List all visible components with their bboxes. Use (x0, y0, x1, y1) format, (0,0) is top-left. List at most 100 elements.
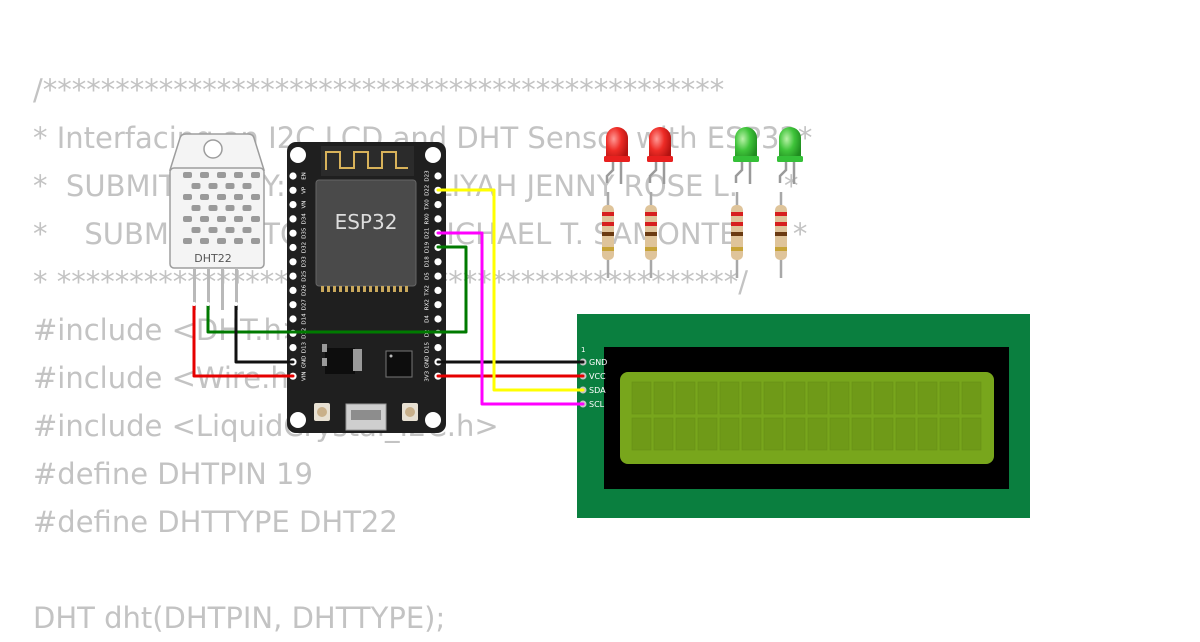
resistor[interactable] (731, 192, 743, 278)
lcd-char-cell (631, 417, 652, 451)
esp32-pin (434, 215, 442, 223)
lcd-char-cell (895, 381, 916, 415)
led-red[interactable] (647, 127, 673, 184)
esp32-pin (434, 272, 442, 280)
esp32-pin (289, 286, 297, 294)
lcd-char-cell (785, 381, 806, 415)
esp32-pin-label: D4 (425, 315, 431, 323)
lcd-char-cell (917, 381, 938, 415)
esp32-pin (289, 301, 297, 309)
esp32-pin-label: D18 (425, 256, 431, 268)
led-red[interactable] (604, 127, 630, 184)
lcd-char-cell (631, 381, 652, 415)
code-line: #define DHTPIN 19 (33, 457, 313, 491)
lcd-char-cell (829, 381, 850, 415)
lcd-char-cell (675, 381, 696, 415)
esp32-pin-label: D35 (302, 227, 308, 239)
esp32-pin-label: D23 (425, 170, 431, 182)
esp32-pin-label: D21 (425, 228, 431, 239)
resistor[interactable] (775, 192, 787, 278)
dht22-sensor[interactable]: DHT22 (168, 133, 266, 310)
esp32-pin-label: D5 (425, 272, 431, 280)
lcd-char-cell (675, 417, 696, 451)
esp32-pin-label: D14 (302, 313, 308, 325)
esp32-pin-label: D33 (302, 256, 308, 268)
esp32-pin-label: D15 (425, 341, 431, 353)
lcd-char-cell (763, 417, 784, 451)
esp32-pin-label: D27 (302, 299, 308, 311)
esp32-pin-label: D32 (302, 242, 308, 253)
lcd-char-cell (917, 417, 938, 451)
lcd-char-cell (851, 417, 872, 451)
esp32-pin-label: TX2 (425, 285, 431, 297)
esp32-pin (289, 229, 297, 237)
esp32-pin (289, 315, 297, 323)
esp32-pin (289, 186, 297, 194)
esp32-pin-label: D22 (425, 185, 431, 196)
esp32-pin-label: D19 (425, 241, 431, 253)
esp32-pin-label: EN (302, 172, 308, 180)
wire-dht-data-to-d19 (206, 245, 468, 334)
lcd-char-cell (763, 381, 784, 415)
wire-dht-vcc-to-vin (192, 302, 295, 378)
lcd-pin-label: SDA (589, 386, 606, 395)
esp32-pin (434, 344, 442, 352)
esp32-pin (289, 258, 297, 266)
wire-esp-d21-to-lcd-scl (436, 231, 585, 406)
lcd-pin-label: GND (589, 358, 607, 367)
lcd-pin-one-marker: 1 (581, 346, 585, 354)
resistor[interactable] (645, 192, 657, 278)
lcd-char-cell (851, 381, 872, 415)
lcd-char-cell (873, 417, 894, 451)
dht22-label: DHT22 (194, 252, 231, 265)
esp32-pin-label: VN (302, 201, 308, 209)
esp32-pin (434, 315, 442, 323)
esp32-pin-label: VIN (302, 371, 308, 381)
lcd-char-cell (895, 417, 916, 451)
esp32-pin-label: TX0 (425, 199, 431, 211)
esp32-pin-label: VP (302, 186, 308, 194)
lcd-char-cell (939, 381, 960, 415)
esp32-pin (434, 172, 442, 180)
esp32-board[interactable]: ESP32 ENVPVND34D35D32D33D25D26D27D14D12D… (287, 142, 446, 433)
lcd-char-cell (697, 381, 718, 415)
esp32-pin-label: D26 (302, 284, 308, 296)
resistor[interactable] (602, 192, 614, 278)
lcd-pin-label: VCC (589, 372, 606, 381)
lcd-char-cell (719, 417, 740, 451)
wire-esp-d22-to-lcd-sda (436, 188, 585, 392)
lcd-char-cell (939, 417, 960, 451)
led-green[interactable] (733, 127, 759, 184)
esp32-pin-label: D13 (302, 341, 308, 353)
esp32-pin-label: 3V3 (425, 370, 431, 381)
lcd-char-cell (961, 417, 982, 451)
esp32-label: ESP32 (335, 210, 398, 234)
lcd-char-cell (653, 381, 674, 415)
esp32-pin (289, 243, 297, 252)
esp32-pin-label: D34 (302, 213, 308, 225)
lcd-char-cell (741, 417, 762, 451)
esp32-pin (289, 272, 297, 280)
wire-dht-gnd-to-gnd (234, 302, 295, 364)
esp32-pin (289, 201, 297, 209)
esp32-pin (434, 258, 442, 266)
lcd-char-cell (829, 417, 850, 451)
lcd-char-cell (961, 381, 982, 415)
esp32-pin (289, 215, 297, 223)
code-line: /***************************************… (33, 73, 725, 107)
esp32-pin-label: RX0 (425, 213, 431, 225)
lcd-char-cell (785, 417, 806, 451)
esp32-pin-label: D25 (302, 270, 308, 282)
esp32-pin (434, 201, 442, 209)
lcd-char-cell (719, 381, 740, 415)
wire-endpoint (234, 302, 238, 306)
lcd-char-cell (653, 417, 674, 451)
code-line: DHT dht(DHTPIN, DHTTYPE); (33, 601, 446, 635)
wire-endpoint (192, 302, 196, 306)
esp32-pin-label: RX2 (425, 299, 431, 310)
led-green[interactable] (777, 127, 803, 184)
esp32-pin-label: GND (302, 356, 308, 369)
lcd-char-cell (697, 417, 718, 451)
